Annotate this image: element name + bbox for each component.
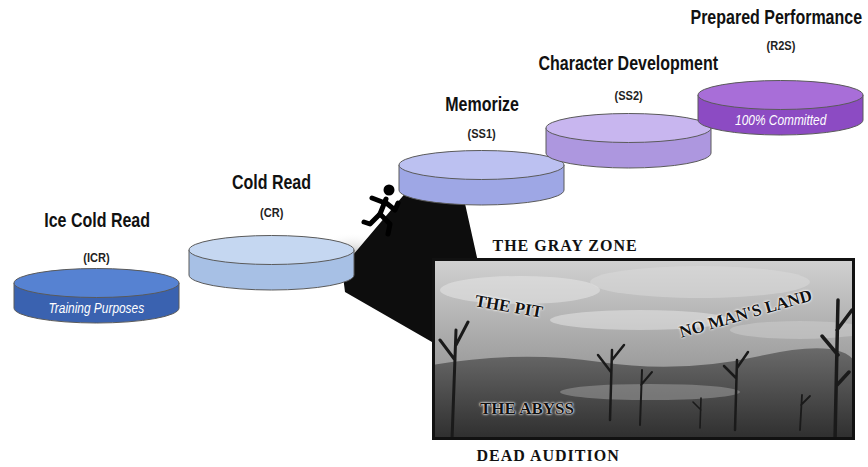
- disk-shape: [188, 235, 355, 290]
- step-title: Memorize: [445, 92, 519, 116]
- step-code: (ICR): [83, 250, 109, 266]
- step-title: Cold Read: [232, 170, 311, 194]
- step-disk: Prepared Performance(R2S)100% Committed: [697, 80, 864, 135]
- zone-heading: DEAD AUDITION: [477, 446, 620, 465]
- step-disk: Cold Read(CR): [188, 235, 355, 290]
- zone-label: NO MAN'S LAND: [677, 286, 814, 343]
- disk-top: [546, 114, 711, 143]
- step-title: Character Development: [538, 51, 718, 75]
- disk-top: [189, 236, 354, 265]
- step-title: Prepared Performance: [690, 5, 862, 29]
- step-code: (SS2): [614, 88, 642, 104]
- step-code: (CR): [260, 205, 283, 221]
- step-note: 100% Committed: [735, 112, 826, 129]
- step-code: (SS1): [467, 126, 495, 142]
- step-code: (R2S): [766, 38, 795, 54]
- falling-figure: [364, 185, 398, 235]
- step-disk: Memorize(SS1): [398, 150, 565, 205]
- step-title: Ice Cold Read: [44, 208, 150, 232]
- step-disk: Ice Cold Read(ICR)Training Purposes: [13, 268, 180, 323]
- zone-heading: THE GRAY ZONE: [493, 236, 638, 255]
- zone-label: THE ABYSS: [480, 399, 574, 419]
- disk-top: [14, 269, 179, 298]
- disk-shape: [398, 150, 565, 205]
- step-disk: Character Development(SS2): [545, 113, 712, 168]
- disk-top: [399, 151, 564, 180]
- image-panel: THE GRAY ZONETHE PITNO MAN'S LANDTHE ABY…: [432, 258, 855, 440]
- disk-shape: [545, 113, 712, 168]
- zone-label: THE PIT: [473, 291, 544, 323]
- wasteland-picture: [432, 258, 855, 440]
- disk-top: [698, 81, 863, 110]
- step-note: Training Purposes: [48, 300, 144, 317]
